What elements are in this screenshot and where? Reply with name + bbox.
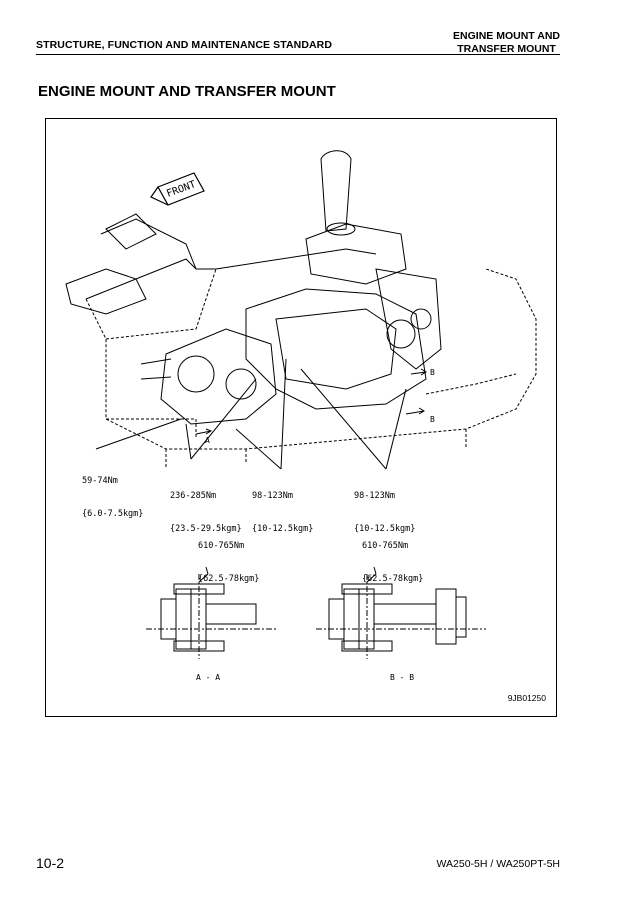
torque-5-nm: 610-765Nm	[198, 541, 245, 551]
engine-block	[245, 288, 427, 410]
section-aa-label: A - A	[196, 673, 221, 682]
section-aa-detail	[146, 566, 276, 659]
topic-title-line2: TRANSFER MOUNT	[457, 43, 556, 55]
leader-t1	[95, 418, 182, 450]
topic-title-line1: ENGINE MOUNT AND	[453, 30, 560, 42]
torque-label-2: 236-285Nm {23.5-29.5kgm}	[170, 469, 242, 557]
transmission-block	[160, 328, 277, 425]
figure-id: 9JB01250	[507, 693, 546, 703]
leader-t4b	[385, 388, 407, 470]
torque-2-kgm: {23.5-29.5kgm}	[170, 524, 242, 534]
torque-5-kgm: {62.5-78kgm}	[198, 574, 260, 584]
torque-label-6: 610-765Nm {62.5-78kgm}	[362, 519, 423, 607]
leader-t3	[235, 428, 282, 470]
torque-2-nm: 236-285Nm	[170, 491, 217, 501]
torque-3-kgm: {10-12.5kgm}	[252, 524, 314, 534]
header-rule	[36, 54, 560, 55]
torque-label-4: 98-123Nm {10-12.5kgm}	[354, 469, 415, 557]
torque-1-nm: 59-74Nm	[82, 476, 118, 486]
section-title: STRUCTURE, FUNCTION AND MAINTENANCE STAN…	[36, 39, 333, 51]
leader-t4	[300, 368, 387, 470]
torque-6-kgm: {62.5-78kgm}	[362, 574, 424, 584]
model-label: WA250-5H / WA250PT-5H	[436, 858, 560, 870]
frame-outline	[85, 268, 537, 450]
torque-label-5: 610-765Nm {62.5-78kgm}	[198, 519, 259, 607]
page-title: ENGINE MOUNT AND TRANSFER MOUNT	[38, 83, 336, 100]
section-bb-detail	[316, 566, 486, 659]
leader-t2	[185, 423, 192, 460]
section-marker-b: B	[430, 368, 435, 377]
topic-title: ENGINE MOUNT AND TRANSFER MOUNT	[453, 30, 560, 56]
torque-4-nm: 98-123Nm	[354, 491, 395, 501]
front-arrow-icon	[150, 172, 205, 206]
section-marker-b2: B	[430, 415, 435, 424]
engine-mount-drawing: FRONT	[65, 150, 537, 659]
leader-t2b	[190, 378, 257, 460]
leader-t3b	[280, 358, 287, 470]
torque-6-nm: 610-765Nm	[362, 541, 409, 551]
section-bb-label: B - B	[390, 673, 415, 682]
torque-label-3: 98-123Nm {10-12.5kgm}	[252, 469, 313, 557]
torque-4-kgm: {10-12.5kgm}	[354, 524, 416, 534]
torque-3-nm: 98-123Nm	[252, 491, 293, 501]
figure-frame: FRONT	[45, 118, 557, 717]
page-number: 10-2	[36, 855, 65, 871]
section-marker-a: A	[205, 436, 210, 445]
torque-1-kgm: {6.0-7.5kgm}	[82, 509, 144, 519]
torque-label-1: 59-74Nm {6.0-7.5kgm}	[82, 454, 143, 542]
